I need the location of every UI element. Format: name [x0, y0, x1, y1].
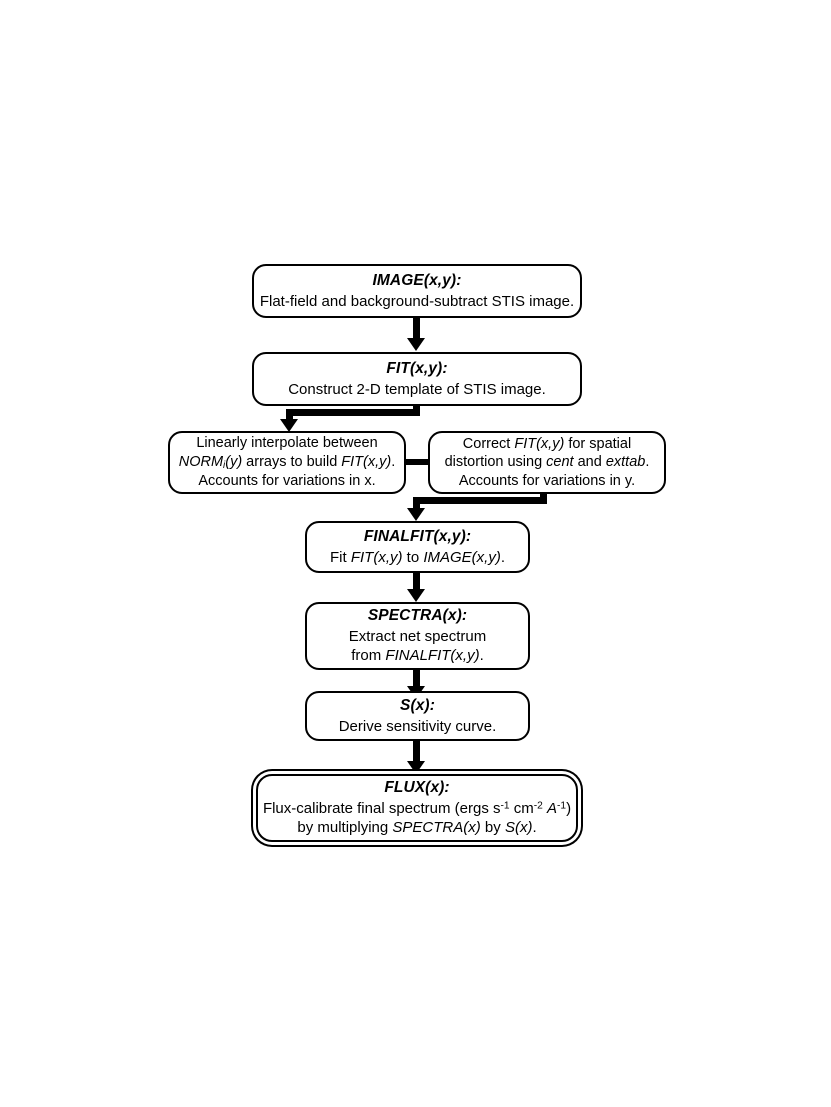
spectra-pre: from	[351, 647, 386, 665]
node-finalfit-title: FINALFIT(x,y):	[363, 528, 472, 545]
edge-spectra-to-sens-line	[413, 670, 420, 688]
node-finalfit[interactable]: FINALFIT(x,y): Fit FIT(x,y) to IMAGE(x,y…	[305, 521, 530, 573]
dist-line2-pre: distortion using	[444, 454, 547, 471]
edge-fit-to-interp-seg-left	[286, 409, 420, 416]
node-image-title: IMAGE(x,y):	[372, 271, 462, 289]
exponent-cm: -2	[533, 800, 543, 812]
angstrom-symbol: A	[546, 800, 557, 818]
edge-finalfit-to-spectra-arrowhead	[407, 589, 425, 602]
node-flux-line-2: by multiplying SPECTRA(x) by S(x).	[297, 818, 536, 837]
edge-fit-to-interp-seg-down2	[286, 409, 293, 421]
node-image-line-1: Flat-field and background-subtract STIS …	[259, 292, 575, 310]
fit-symbol-3: FIT(x,y)	[350, 548, 403, 566]
cent-keyword: cent	[546, 454, 574, 471]
edge-dist-to-finalfit-seg-left	[413, 497, 547, 504]
node-sensitivity-title: S(x):	[400, 697, 435, 714]
node-interpolate-line-1: Linearly interpolate between	[196, 435, 378, 452]
finalfit-end: .	[500, 548, 506, 566]
edge-fit-to-interp-arrowhead	[280, 419, 298, 432]
flux-units-close: )	[566, 800, 572, 818]
fit-symbol-1: FIT(x,y)	[341, 453, 392, 470]
node-interpolate-line-2: NORMi(y) arrays to build FIT(x,y).	[179, 453, 396, 473]
finalfit-symbol-1: FINALFIT(x,y)	[385, 647, 480, 665]
node-flux[interactable]: FLUX(x): Flux-calibrate final spectrum (…	[256, 774, 578, 842]
node-distortion-line-2: distortion using cent and exttab.	[445, 453, 650, 472]
finalfit-pre: Fit	[329, 548, 351, 566]
node-distortion-line-1: Correct FIT(x,y) for spatial	[463, 435, 631, 454]
dist-line1-post: for spatial	[564, 435, 632, 452]
interp-line2-end: .	[391, 453, 396, 470]
dist-line2-end: .	[645, 454, 650, 471]
edge-finalfit-to-spectra-line	[413, 573, 420, 591]
node-distortion[interactable]: Correct FIT(x,y) for spatial distortion …	[428, 431, 666, 494]
exttab-keyword: exttab	[605, 454, 646, 471]
finalfit-mid: to	[402, 548, 424, 566]
node-image[interactable]: IMAGE(x,y): Flat-field and background-su…	[252, 264, 582, 318]
norm-arg: (y)	[225, 453, 243, 470]
node-spectra-line-1: Extract net spectrum	[348, 628, 487, 646]
node-distortion-line-3: Accounts for variations in y.	[458, 472, 636, 489]
flux-units-pre: Flux-calibrate final spectrum (ergs s	[262, 800, 501, 818]
node-fit-title: FIT(x,y):	[386, 359, 448, 377]
node-spectra-title: SPECTRA(x):	[367, 607, 468, 625]
flux-line2-mid: by	[480, 819, 505, 837]
node-sensitivity[interactable]: S(x): Derive sensitivity curve.	[305, 691, 530, 741]
dist-line2-mid: and	[573, 454, 606, 471]
edge-interp-to-distortion-link	[404, 459, 430, 465]
node-flux-title: FLUX(x):	[384, 779, 450, 797]
image-symbol-1: IMAGE(x,y)	[423, 548, 501, 566]
flux-line2-end: .	[532, 819, 537, 837]
edge-dist-to-finalfit-seg-down2	[413, 497, 420, 510]
node-sensitivity-line-1: Derive sensitivity curve.	[338, 717, 497, 735]
norm-subscript: i	[223, 459, 226, 471]
edge-dist-to-finalfit-arrowhead	[407, 508, 425, 521]
node-interpolate[interactable]: Linearly interpolate between NORMi(y) ar…	[168, 431, 406, 494]
spectra-end: .	[479, 647, 484, 665]
spectra-symbol-1: SPECTRA(x)	[392, 819, 481, 837]
node-interpolate-line-3: Accounts for variations in x.	[198, 473, 376, 490]
node-spectra[interactable]: SPECTRA(x): Extract net spectrum from FI…	[305, 602, 530, 670]
edge-sens-to-flux-arrowhead	[407, 761, 425, 774]
edge-image-to-fit-arrowhead	[407, 338, 425, 351]
flux-units-cm: cm	[509, 800, 534, 818]
edge-sens-to-flux-line	[413, 741, 420, 763]
node-spectra-line-2: from FINALFIT(x,y).	[351, 646, 484, 665]
node-fit-line-1: Construct 2-D template of STIS image.	[288, 380, 546, 398]
s-symbol-1: S(x)	[504, 819, 533, 837]
flux-line2-pre: by multiplying	[297, 819, 393, 837]
node-fit[interactable]: FIT(x,y): Construct 2-D template of STIS…	[252, 352, 582, 406]
fit-symbol-2: FIT(x,y)	[514, 435, 565, 452]
edge-image-to-fit-line	[413, 318, 420, 340]
dist-line1-pre: Correct	[462, 435, 515, 452]
norm-symbol: NORM	[178, 453, 224, 470]
exponent-seconds: -1	[500, 800, 510, 812]
exponent-angstrom: -1	[557, 800, 567, 812]
node-flux-line-1: Flux-calibrate final spectrum (ergs s-1 …	[263, 799, 571, 818]
interp-line2-mid: arrays to build	[242, 453, 342, 470]
node-finalfit-line-1: Fit FIT(x,y) to IMAGE(x,y).	[330, 548, 505, 567]
